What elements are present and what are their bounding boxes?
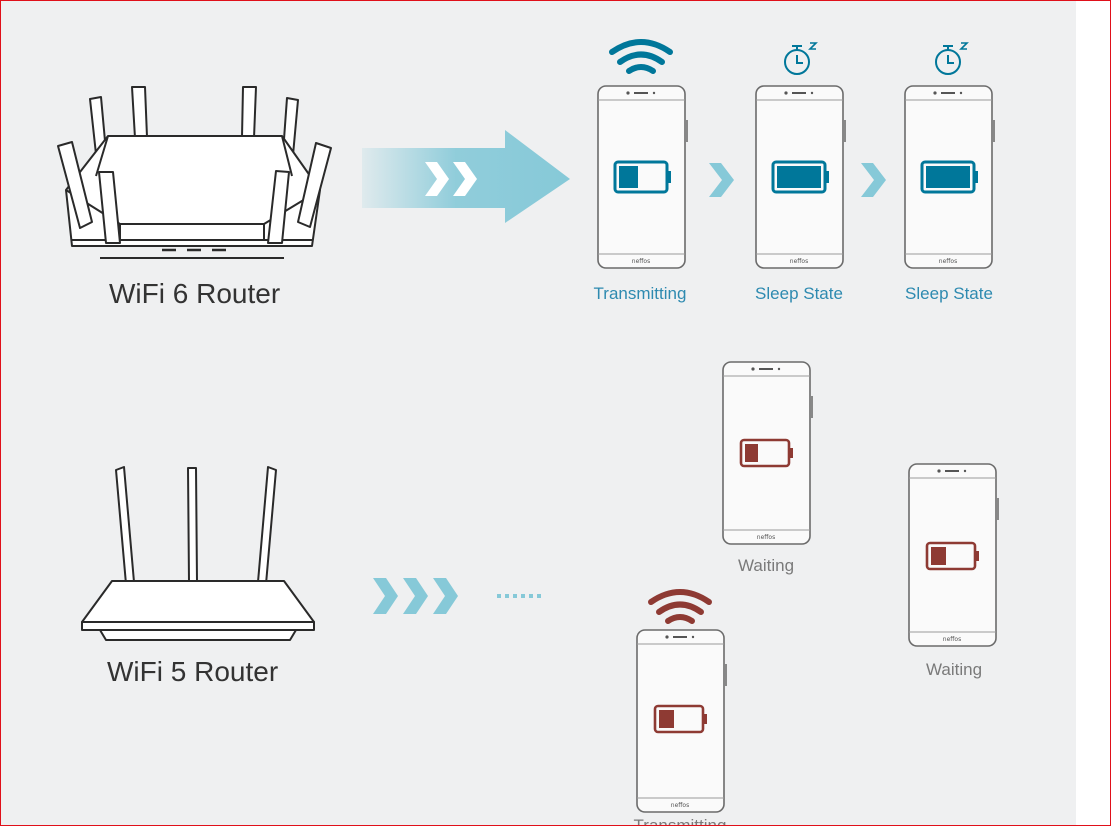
chevron-arrows bbox=[709, 163, 886, 197]
phone-label-transmitting: Transmitting bbox=[593, 284, 687, 303]
battery-icon bbox=[653, 704, 707, 734]
phone-label-sleep: Sleep State bbox=[905, 284, 993, 303]
wifi6-router-icon bbox=[57, 86, 332, 259]
battery-icon bbox=[739, 438, 793, 468]
sleep-timer-icon bbox=[935, 42, 969, 75]
dot bbox=[513, 594, 517, 598]
chevron-icon bbox=[709, 163, 734, 197]
sleep-timer-icon bbox=[784, 42, 818, 75]
phone-sleep-2 bbox=[904, 85, 995, 269]
phone-label-waiting: Waiting bbox=[737, 556, 795, 575]
chevron-icon bbox=[373, 578, 398, 614]
phone-transmitting-wifi6 bbox=[597, 85, 688, 269]
phone-transmitting-wifi5 bbox=[636, 629, 727, 813]
phone-label-sleep: Sleep State bbox=[755, 284, 843, 303]
phone-label-transmitting-cut: Transmitting bbox=[634, 816, 727, 825]
chevron-icon bbox=[861, 163, 886, 197]
phone-brand: neffos bbox=[631, 258, 651, 265]
phone-label-waiting: Waiting bbox=[925, 660, 983, 679]
dot bbox=[505, 594, 509, 598]
phone-brand: neffos bbox=[670, 802, 690, 809]
phone-waiting-1 bbox=[722, 361, 813, 545]
phone-waiting-2 bbox=[908, 463, 999, 647]
phone-brand: neffos bbox=[942, 636, 962, 643]
phone-brand: neffos bbox=[789, 258, 809, 265]
fast-arrow bbox=[362, 130, 570, 223]
dot bbox=[521, 594, 525, 598]
battery-icon bbox=[925, 541, 979, 571]
battery-icon bbox=[613, 160, 671, 194]
wifi-signal-red-icon bbox=[648, 589, 712, 624]
right-margin bbox=[1076, 1, 1108, 825]
battery-icon bbox=[771, 160, 829, 194]
dot bbox=[497, 594, 501, 598]
slow-arrows bbox=[373, 578, 541, 614]
chevron-icon bbox=[403, 578, 428, 614]
phone-sleep-1 bbox=[755, 85, 846, 269]
phone-brand: neffos bbox=[938, 258, 958, 265]
phone-brand: neffos bbox=[756, 534, 776, 541]
chevron-icon bbox=[433, 578, 458, 614]
wifi5-router-label: WiFi 5 Router bbox=[107, 656, 279, 687]
dot bbox=[529, 594, 533, 598]
wifi-signal-icon bbox=[609, 39, 673, 74]
wifi6-router-label: WiFi 6 Router bbox=[109, 278, 281, 309]
dot bbox=[537, 594, 541, 598]
wifi5-router-icon bbox=[81, 466, 315, 641]
battery-icon bbox=[920, 160, 978, 194]
